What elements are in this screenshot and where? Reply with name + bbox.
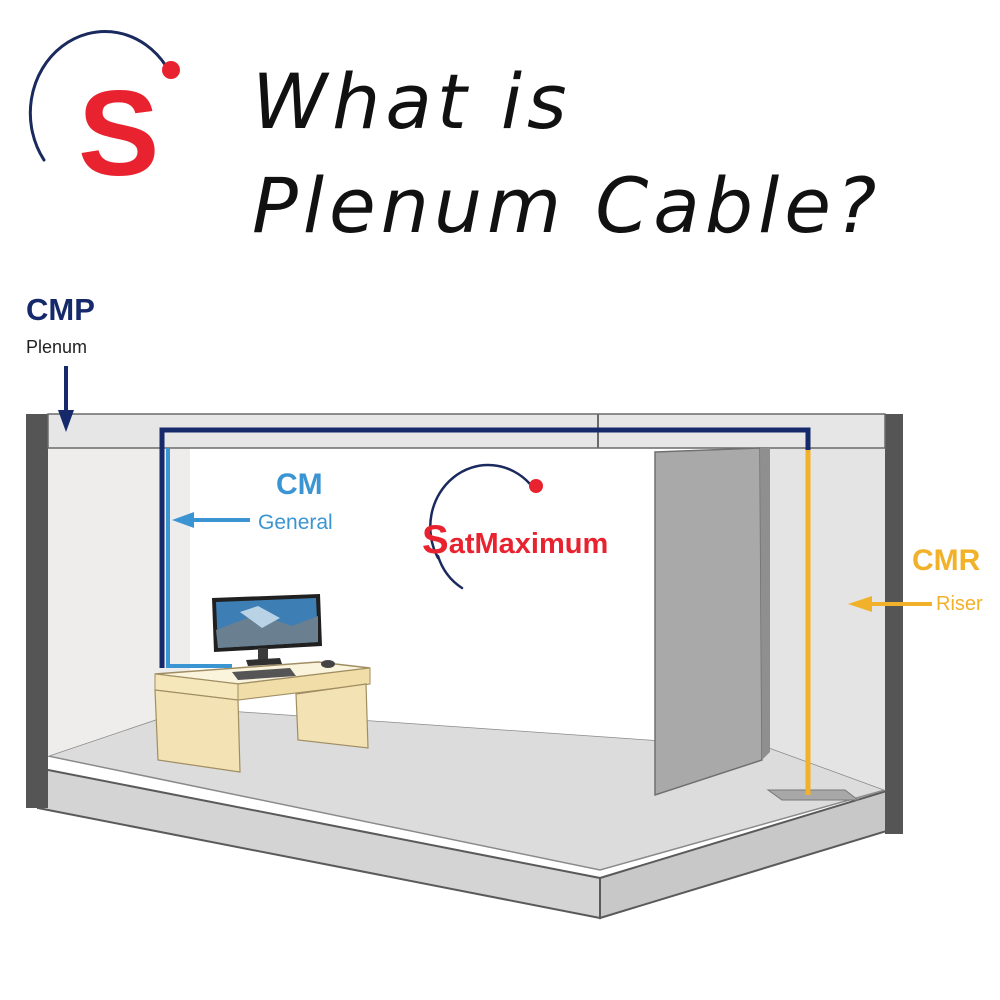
watermark-first-letter: S xyxy=(422,518,449,562)
cm-sublabel: General xyxy=(258,511,333,534)
partition-wall xyxy=(654,447,770,797)
logo-mark xyxy=(28,30,180,162)
watermark-rest: atMaximum xyxy=(448,528,609,560)
brand-logo-letter: S xyxy=(78,65,160,201)
cmr-sublabel: Riser xyxy=(936,593,983,615)
cmp-label: CMP xyxy=(26,292,95,327)
title-line-2: Plenum Cable? xyxy=(252,161,882,250)
watermark-logo: SatMaximum xyxy=(422,520,608,560)
plenum-cable xyxy=(159,427,811,668)
cm-arrow xyxy=(172,512,250,528)
desk xyxy=(154,661,371,773)
right-wall xyxy=(770,448,885,790)
cm-label: CM xyxy=(276,468,323,501)
computer-monitor xyxy=(212,594,335,680)
cmp-arrow xyxy=(58,366,74,432)
cmr-arrow xyxy=(848,596,932,612)
title-line-1: What is xyxy=(252,57,572,146)
watermark-arc xyxy=(429,463,543,590)
general-cable xyxy=(166,448,232,668)
cmp-sublabel: Plenum xyxy=(26,337,88,357)
cmr-label: CMR xyxy=(912,544,981,577)
left-wall-edge xyxy=(26,414,48,808)
right-wall-edge xyxy=(885,414,903,834)
riser-floor-opening xyxy=(766,789,860,801)
